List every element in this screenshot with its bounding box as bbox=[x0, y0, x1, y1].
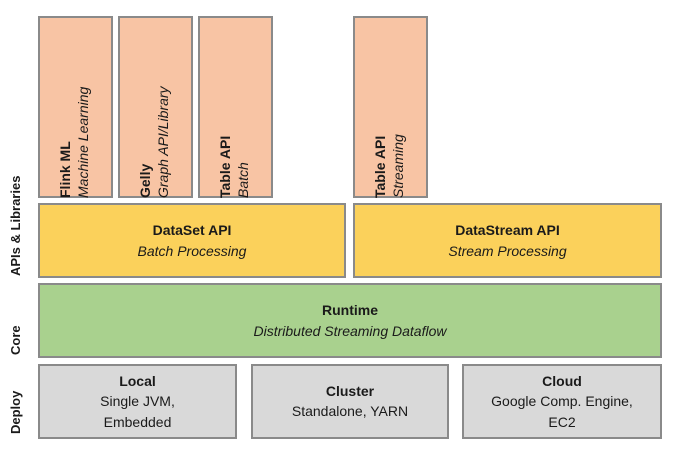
deploy-cluster-line1: Standalone, YARN bbox=[291, 403, 409, 419]
library-gelly-title: Gelly bbox=[137, 163, 153, 198]
deploy-local-line1: Single JVM, bbox=[100, 392, 175, 409]
deploy-cluster-title: Cluster bbox=[325, 383, 375, 399]
layer-label-apis-libraries: APIs & Libraries bbox=[8, 175, 23, 276]
deploy-cloud-box: Cloud Google Comp. Engine, EC2 bbox=[462, 364, 662, 439]
runtime-subtitle: Distributed Streaming Dataflow bbox=[253, 322, 447, 339]
deploy-local-title: Local bbox=[119, 372, 156, 389]
deploy-cloud-title: Cloud bbox=[542, 372, 582, 389]
deploy-cluster-box: Cluster Standalone, YARN bbox=[251, 364, 449, 439]
library-flink-ml-title: Flink ML bbox=[57, 141, 73, 198]
library-table-api-streaming-subtitle: Streaming bbox=[390, 134, 406, 198]
datastream-api-subtitle: Stream Processing bbox=[448, 242, 567, 259]
library-table-api-streaming-title: Table API bbox=[372, 135, 388, 198]
datastream-api-title: DataStream API bbox=[455, 221, 560, 238]
library-table-api-batch-subtitle: Batch bbox=[235, 162, 251, 198]
datastream-api-box: DataStream API Stream Processing bbox=[353, 203, 662, 278]
deploy-local-box: Local Single JVM, Embedded bbox=[38, 364, 237, 439]
library-gelly-subtitle: Graph API/Library bbox=[155, 86, 171, 198]
library-table-api-streaming: Table API Streaming bbox=[353, 16, 428, 198]
runtime-title: Runtime bbox=[322, 301, 378, 318]
library-gelly: Gelly Graph API/Library bbox=[118, 16, 193, 198]
layer-label-core: Core bbox=[8, 325, 23, 355]
runtime-box: Runtime Distributed Streaming Dataflow bbox=[38, 283, 662, 358]
library-table-api-batch: Table API Batch bbox=[198, 16, 273, 198]
deploy-cloud-line2: EC2 bbox=[548, 413, 576, 430]
library-flink-ml-subtitle: Machine Learning bbox=[75, 86, 91, 198]
dataset-api-title: DataSet API bbox=[152, 221, 232, 238]
deploy-cloud-line1: Google Comp. Engine, bbox=[491, 392, 633, 409]
layer-label-deploy: Deploy bbox=[8, 390, 23, 434]
deploy-local-line2: Embedded bbox=[103, 413, 172, 430]
dataset-api-subtitle: Batch Processing bbox=[137, 242, 247, 259]
library-flink-ml: Flink ML Machine Learning bbox=[38, 16, 113, 198]
library-table-api-batch-title: Table API bbox=[217, 135, 233, 198]
dataset-api-box: DataSet API Batch Processing bbox=[38, 203, 346, 278]
